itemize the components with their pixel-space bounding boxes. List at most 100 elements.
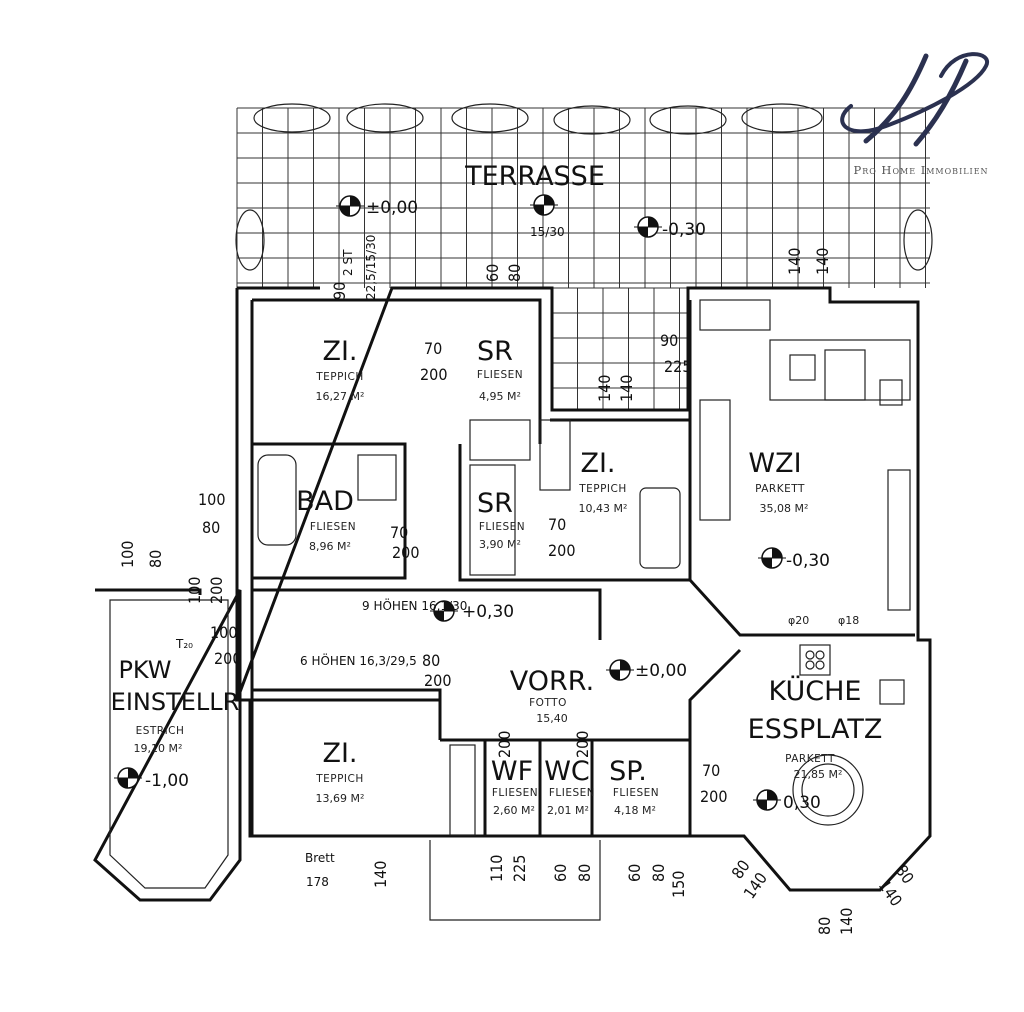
level-terrace-right: -0,30 [662,220,706,240]
logo-mark-icon [840,52,990,147]
sr1-name: SR [477,336,513,367]
dim-label: 70 [702,761,720,780]
level-terrace-left: ±0,00 [366,198,418,218]
dim-label: 80 [146,550,165,568]
wzi-floor: PARKETT [755,483,805,495]
sp-name: SP. [609,756,647,787]
brand-logo: Pro Home Immobilien [826,46,1016,186]
stair-upper: 9 HÖHEN 16,1/30 [362,597,467,613]
dimension-labels: 90 60 80 70 200 90 225 140 140 140 140 1… [118,248,918,935]
wc-area: 2,01 M² [547,804,589,817]
level-markers [114,194,786,811]
dim-label: 100 [185,577,204,604]
wf-name: WF [491,756,533,787]
pkw-area: 19,10 M² [134,742,183,755]
dim-label: 60 [551,864,570,882]
dim-label: 80 [575,864,594,882]
sr2-floor: FLIESEN [479,521,525,533]
dim-label: 200 [495,731,514,758]
dim-label: 60 [483,264,502,282]
stair-notes: 15/30 9 HÖHEN 16,1/30 6 HÖHEN 16,3/29,5 … [175,225,565,668]
zi2-area: 10,43 M² [579,502,628,515]
level-marker-icon [114,767,142,789]
zi1-floor: TEPPICH [315,371,364,383]
stair-terrace: 15/30 [530,225,565,239]
dim-label: Brett [305,851,335,865]
zi1-name: ZI. [322,336,357,367]
sr2-name: SR [477,488,513,519]
dim-label: 140 [837,908,856,935]
dim-label: 80 [505,264,524,282]
wzi-area: 35,08 M² [760,502,809,515]
dim-label: 150 [669,871,688,898]
dim-label: 100 [198,490,225,509]
dim-label: 80 [649,864,668,882]
pkw-name2: EINSTELLR [111,688,240,716]
dim-label: 200 [214,649,241,668]
dim-label: 225 [510,855,529,882]
dim-label: 90 [660,331,678,350]
dim-label: 140 [617,375,636,402]
kueche-floor: PARKETT [785,753,835,765]
level-marker-icon [530,194,558,216]
level-marker-icon [336,195,364,217]
wc-name: WC [544,756,590,787]
kueche-name2: ESSPLATZ [748,714,883,745]
dim-label: 140 [371,861,390,888]
wzi-name: WZI [748,448,801,479]
dim-label: 200 [420,365,447,384]
dim-label: 100 [118,541,137,568]
vorr-name: VORR. [510,666,594,697]
phi18-label: φ18 [838,614,859,627]
sp-floor: FLIESEN [613,787,659,799]
walls [93,286,932,921]
wc-floor: FLIESEN [549,787,595,799]
pkw-name1: PKW [118,656,171,684]
level-marker-icon [753,789,781,811]
pkw-floor: ESTRICH [136,725,185,737]
level-pkw: -1,00 [145,771,189,791]
wf-area: 2,60 M² [493,804,535,817]
zi3-name: ZI. [322,738,357,769]
level-wzi: -0,30 [786,551,830,571]
kueche-name1: KÜCHE [769,675,862,707]
vorr-area: 15,40 [536,712,568,725]
dim-label: 70 [390,523,408,542]
stair-left-b: 22,5/15/30 [364,235,378,300]
stair-left-a: 2 ST [341,249,355,276]
dim-label: 80 [202,518,220,537]
dim-label: 200 [700,787,727,806]
vorr-floor: FOTTO [529,697,567,709]
fixtures [257,299,911,836]
terrace-shrubs [235,103,933,271]
dim-label: 70 [548,515,566,534]
dim-label: 110 [487,855,506,882]
sr1-area: 4,95 M² [479,390,521,403]
dim-label: 140 [813,248,832,275]
phi20-label: φ20 [788,614,809,627]
zi1-area: 16,27 M² [316,390,365,403]
dim-label: 140 [595,375,614,402]
fixture-notes: φ20 φ18 [788,614,859,627]
dim-label: 80 [815,917,834,935]
room-labels: TERRASSE ZI. TEPPICH 16,27 M² SR FLIESEN… [111,161,883,817]
sr1-floor: FLIESEN [477,369,523,381]
level-essplatz: 0,30 [783,793,821,813]
brand-name: Pro Home Immobilien [853,163,989,177]
level-marker-icon [606,659,634,681]
dim-label: 100 [210,623,237,642]
zi2-name: ZI. [580,448,615,479]
dim-label: 70 [424,339,442,358]
level-marker-icon [758,547,786,569]
dim-label: 200 [392,543,419,562]
bad-floor: FLIESEN [310,521,356,533]
dim-label: 178 [306,875,329,889]
stair-lower: 6 HÖHEN 16,3/29,5 [300,652,417,668]
kueche-area: 21,85 M² [794,768,843,781]
stair-t20: T₂₀ [175,637,193,651]
terrasse-label: TERRASSE [464,161,605,192]
dim-label: 225 [664,357,691,376]
dim-label: 200 [424,671,451,690]
sp-area: 4,18 M² [614,804,656,817]
